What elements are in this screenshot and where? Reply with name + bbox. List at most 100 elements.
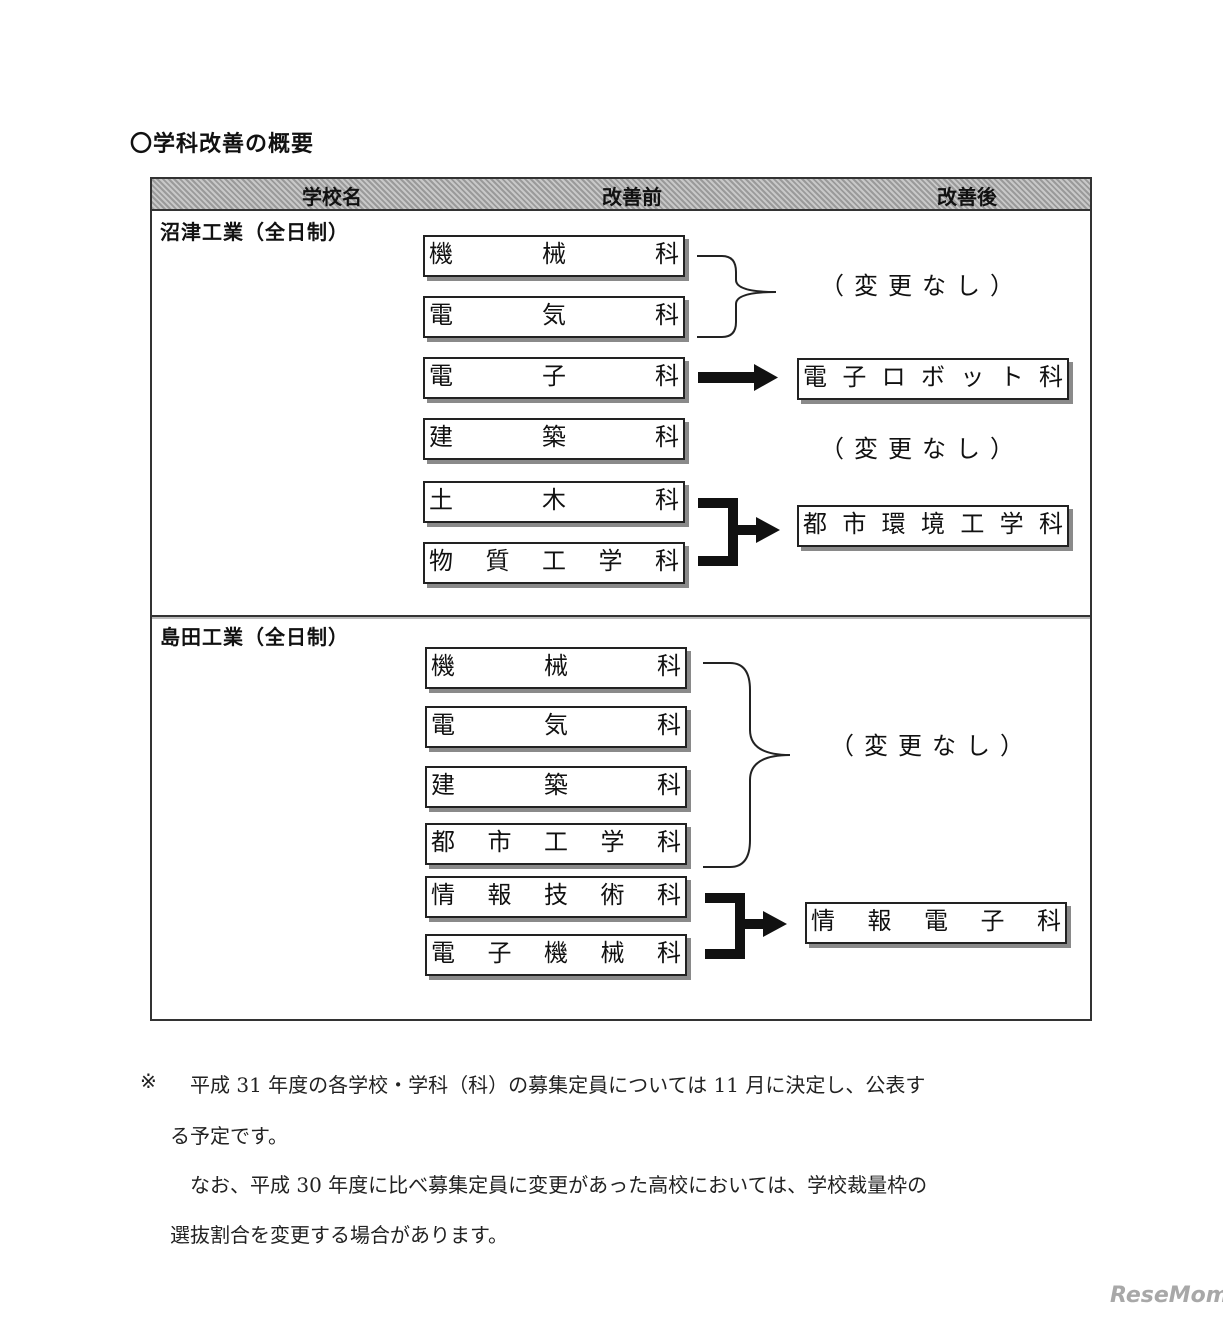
box-char: 科 [657, 828, 681, 856]
section-title: 〇学科改善の概要 [130, 132, 315, 157]
shimada-after-johodenshi: 情 報 電 子 科 [805, 902, 1067, 944]
box-char: 科 [655, 486, 679, 514]
header-after: 改善後 [937, 185, 997, 209]
box-char: 科 [1038, 363, 1063, 391]
box-char: 械 [542, 240, 566, 268]
box-char: 科 [657, 711, 681, 739]
box-char: 工 [544, 828, 568, 856]
header-school: 学校名 [302, 185, 362, 209]
box-char: 機 [429, 240, 453, 268]
numazu-before-kikai: 機 械 科 [423, 235, 685, 277]
box-char: 物 [429, 547, 453, 575]
numazu-nochange-2: （変更なし） [820, 435, 1024, 463]
box-char: 建 [429, 423, 453, 451]
box-char: 子 [542, 362, 566, 390]
box-char: 科 [655, 423, 679, 451]
shimada-nochange: （変更なし） [830, 732, 1034, 760]
shimada-before-kikai: 機 械 科 [425, 647, 687, 689]
box-char: 報 [867, 907, 892, 935]
shimada-before-kenchiku: 建 築 科 [425, 766, 687, 808]
box-char: 機 [544, 939, 568, 967]
shimada-before-johogijutsu: 情 報 技 術 科 [425, 876, 687, 918]
box-char: 学 [598, 547, 623, 575]
box-char: 環 [881, 510, 906, 538]
numazu-nochange-1: （変更なし） [820, 272, 1024, 300]
box-char: 科 [657, 652, 681, 680]
box-char: 科 [657, 771, 681, 799]
box-char: 電 [429, 301, 453, 329]
box-char: 気 [542, 301, 566, 329]
box-char: 械 [600, 939, 625, 967]
numazu-before-kenchiku: 建 築 科 [423, 418, 685, 460]
box-char: ロ [881, 363, 906, 391]
school-name-numazu: 沼津工業（全日制） [160, 220, 349, 244]
numazu-after-toshikankyo: 都 市 環 境 工 学 科 [797, 505, 1069, 547]
box-char: 電 [429, 362, 453, 390]
brace-icon [703, 662, 791, 868]
box-char: 科 [655, 362, 679, 390]
box-char: 建 [431, 771, 455, 799]
merge-arrow-icon [705, 893, 787, 959]
box-char: ト [999, 363, 1024, 391]
box-char: 科 [1038, 510, 1063, 538]
box-char: 技 [544, 881, 568, 909]
box-char: 情 [431, 881, 455, 909]
box-char: 都 [803, 510, 827, 538]
box-char: 土 [429, 486, 453, 514]
numazu-after-robot: 電 子 ロ ボ ッ ト 科 [797, 358, 1069, 400]
box-char: 学 [600, 828, 625, 856]
box-char: 学 [999, 510, 1024, 538]
box-char: 子 [980, 907, 1005, 935]
numazu-before-busshitsu: 物 質 工 学 科 [423, 542, 685, 584]
note-line-3: なお、平成 30 年度に比べ募集定員に変更があった高校においては、学校裁量枠の [190, 1173, 928, 1197]
box-char: 木 [542, 486, 566, 514]
box-char: 築 [544, 771, 568, 799]
box-char: 電 [803, 363, 827, 391]
numazu-before-denshi: 電 子 科 [423, 357, 685, 399]
box-char: 市 [842, 510, 867, 538]
box-char: 子 [842, 363, 867, 391]
box-char: 科 [655, 547, 679, 575]
box-char: 電 [431, 939, 455, 967]
box-char: 械 [544, 652, 568, 680]
box-char: 科 [657, 939, 681, 967]
box-char: ボ [920, 363, 945, 391]
box-char: 市 [487, 828, 512, 856]
box-char: 工 [960, 510, 985, 538]
note-mark: ※ [140, 1069, 157, 1093]
box-char: 科 [655, 240, 679, 268]
box-char: 科 [657, 881, 681, 909]
box-char: 科 [655, 301, 679, 329]
shimada-before-denshikikai: 電 子 機 械 科 [425, 934, 687, 976]
note-line-1: 平成 31 年度の各学校・学科（科）の募集定員については 11 月に決定し、公表… [190, 1073, 926, 1097]
box-char: 電 [431, 711, 455, 739]
box-char: 工 [542, 547, 566, 575]
box-char: ッ [960, 363, 985, 391]
arrow-right-icon [698, 364, 778, 391]
overview-table: 学校名 改善前 改善後 [150, 177, 1092, 1021]
brace-icon [697, 255, 777, 338]
box-char: 質 [485, 547, 510, 575]
box-char: 気 [544, 711, 568, 739]
box-char: 機 [431, 652, 455, 680]
shimada-before-denki: 電 気 科 [425, 706, 687, 748]
school-name-shimada: 島田工業（全日制） [160, 625, 349, 649]
box-char: 情 [811, 907, 835, 935]
table-header: 学校名 改善前 改善後 [152, 179, 1090, 211]
box-char: 報 [487, 881, 512, 909]
box-char: 子 [487, 939, 512, 967]
box-char: 電 [924, 907, 948, 935]
box-char: 術 [600, 881, 625, 909]
row-divider [152, 615, 1090, 617]
numazu-before-denki: 電 気 科 [423, 296, 685, 338]
resemom-logo: ReseMom [1110, 1283, 1223, 1308]
box-char: 築 [542, 423, 566, 451]
box-char: 科 [1037, 907, 1061, 935]
note-line-4: 選抜割合を変更する場合があります。 [170, 1223, 508, 1247]
note-line-2: る予定です。 [170, 1124, 288, 1148]
numazu-before-doboku: 土 木 科 [423, 481, 685, 523]
box-char: 境 [920, 510, 945, 538]
shimada-before-toshikogaku: 都 市 工 学 科 [425, 823, 687, 865]
merge-arrow-icon [698, 498, 780, 566]
